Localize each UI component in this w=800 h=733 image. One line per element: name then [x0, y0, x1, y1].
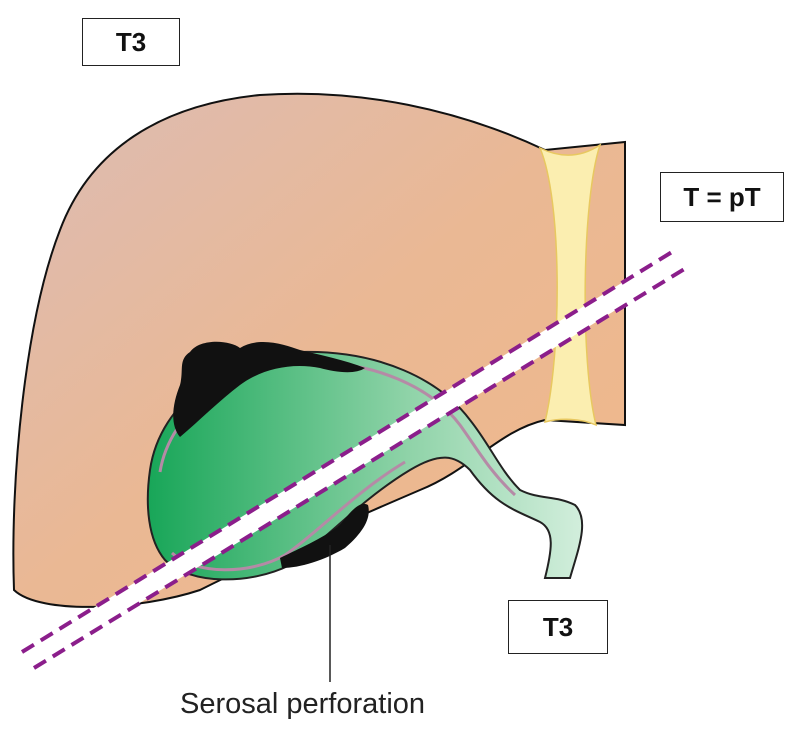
- label-t3-top: T3: [82, 18, 180, 66]
- caption-serosal-perforation: Serosal perforation: [180, 688, 426, 720]
- tumor-mass-upper: [173, 341, 365, 437]
- cut-line-upper: [20, 250, 674, 654]
- falciform-ligament: [538, 143, 602, 427]
- cut-plane-band: [22, 252, 684, 668]
- cut-line-lower: [32, 266, 688, 670]
- label-t3-bottom: T3: [508, 600, 608, 654]
- tumor-mass-lower: [280, 503, 369, 568]
- label-t-equals-pt: T = pT: [660, 172, 784, 222]
